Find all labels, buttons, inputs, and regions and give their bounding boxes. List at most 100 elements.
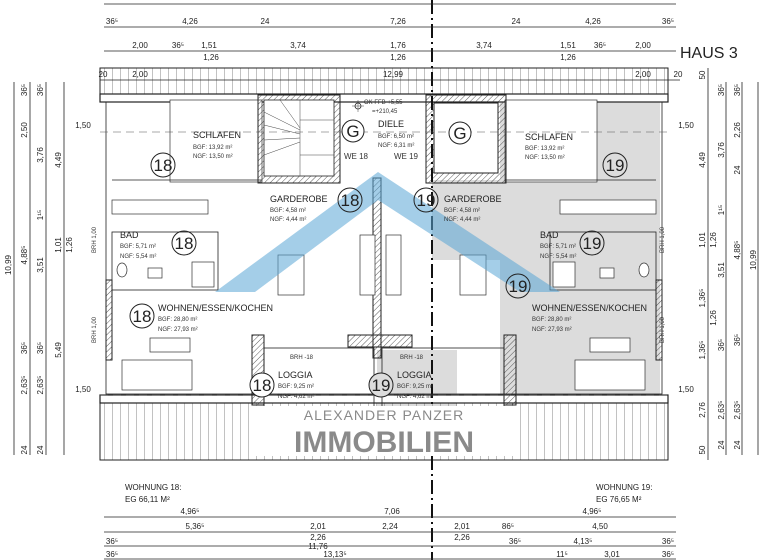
svg-text:3,01: 3,01 — [604, 550, 620, 559]
svg-text:SCHLAFEN: SCHLAFEN — [193, 130, 241, 140]
svg-text:G: G — [453, 124, 466, 143]
svg-text:36⁵: 36⁵ — [20, 84, 29, 96]
svg-text:50: 50 — [698, 70, 707, 79]
watermark-line2: IMMOBILIEN — [294, 426, 474, 459]
svg-text:24: 24 — [717, 440, 726, 449]
svg-text:4,26: 4,26 — [585, 17, 601, 26]
wardrobe-left — [111, 199, 209, 215]
svg-text:2,63⁵: 2,63⁵ — [36, 376, 45, 395]
roof-top — [99, 67, 669, 95]
svg-text:4,50: 4,50 — [592, 522, 608, 531]
svg-text:7,06: 7,06 — [384, 507, 400, 516]
toilet-left — [116, 262, 128, 278]
svg-text:24: 24 — [512, 17, 521, 26]
dims-top: 36⁵ 4,26 24 7,26 24 4,26 36⁵ 2,00 36⁵ 1,… — [99, 17, 683, 79]
svg-text:1,26: 1,26 — [709, 310, 718, 326]
svg-text:3,51: 3,51 — [36, 257, 45, 273]
svg-text:50: 50 — [698, 445, 707, 454]
level-marker: OK FFB +5,55 =+210,45 — [352, 100, 403, 115]
svg-text:36⁵: 36⁵ — [717, 339, 726, 351]
sofa-right — [574, 359, 646, 391]
svg-text:4,49: 4,49 — [698, 152, 707, 168]
tv-table-left — [149, 337, 191, 353]
svg-text:1,50: 1,50 — [75, 385, 91, 394]
svg-text:4,88⁵: 4,88⁵ — [733, 241, 742, 260]
svg-text:1,50: 1,50 — [678, 385, 694, 394]
svg-text:LOGGIA: LOGGIA — [278, 370, 313, 380]
svg-text:BAD: BAD — [120, 230, 139, 240]
svg-text:LOGGIA: LOGGIA — [397, 370, 432, 380]
svg-text:5,49: 5,49 — [54, 342, 63, 358]
svg-text:18: 18 — [133, 307, 152, 326]
svg-text:1,26: 1,26 — [203, 53, 219, 62]
svg-text:BGF: 5,71 m²: BGF: 5,71 m² — [120, 244, 156, 250]
svg-text:10,99: 10,99 — [4, 254, 13, 275]
bad-19-outline — [549, 231, 657, 291]
svg-text:36⁵: 36⁵ — [106, 550, 118, 559]
svg-text:BGF: 4,58 m²: BGF: 4,58 m² — [270, 208, 306, 214]
svg-text:1,01: 1,01 — [54, 237, 63, 253]
svg-text:36⁵: 36⁵ — [662, 550, 674, 559]
svg-text:G: G — [346, 122, 359, 141]
watermark-backdrop — [250, 406, 518, 456]
svg-text:3,76: 3,76 — [717, 142, 726, 158]
svg-text:2,00: 2,00 — [635, 70, 651, 79]
loggia-wall-right — [503, 334, 517, 406]
svg-text:BGF: 6,50 m²: BGF: 6,50 m² — [378, 134, 414, 140]
svg-text:19: 19 — [606, 156, 625, 175]
svg-text:19: 19 — [372, 376, 391, 395]
stair-marker-we19: G WE 19 — [394, 121, 472, 161]
svg-text:NGF: 4,62 m²: NGF: 4,62 m² — [397, 394, 433, 400]
svg-text:WOHNUNG 18:: WOHNUNG 18: — [125, 483, 181, 492]
room-diele: DIELE BGF: 6,50 m² NGF: 6,31 m² — [378, 119, 414, 149]
svg-text:GARDEROBE: GARDEROBE — [270, 194, 328, 204]
watermark-roof-logo — [215, 172, 560, 292]
bed-right — [504, 99, 598, 183]
room-garderobe-19: GARDEROBE BGF: 4,58 m² NGF: 4,44 m² 19 — [413, 187, 502, 223]
svg-text:NGF: 4,62 m²: NGF: 4,62 m² — [278, 394, 314, 400]
svg-text:BGF: 9,25 m²: BGF: 9,25 m² — [278, 384, 314, 390]
svg-text:2,50: 2,50 — [20, 122, 29, 138]
toilet-right — [638, 262, 650, 278]
svg-text:BGF: 13,92 m²: BGF: 13,92 m² — [525, 146, 564, 152]
wall-left — [105, 279, 113, 361]
svg-text:2,63⁵: 2,63⁵ — [20, 376, 29, 395]
svg-text:19: 19 — [583, 234, 602, 253]
svg-text:36⁵: 36⁵ — [509, 537, 521, 546]
svg-text:1,36⁵: 1,36⁵ — [698, 289, 707, 308]
svg-text:2,00: 2,00 — [132, 41, 148, 50]
shaft-right — [385, 234, 402, 296]
svg-text:18: 18 — [341, 191, 360, 210]
sofa-left — [121, 359, 193, 391]
svg-text:WE 18: WE 18 — [344, 152, 369, 161]
svg-text:36⁵: 36⁵ — [594, 41, 606, 50]
room-schlafen-19: SCHLAFEN BGF: 13,92 m² NGF: 13,50 m² 19 — [525, 132, 628, 178]
svg-text:3,74: 3,74 — [290, 41, 306, 50]
svg-text:NGF: 6,31 m²: NGF: 6,31 m² — [378, 143, 414, 149]
svg-text:NGF: 27,93 m²: NGF: 27,93 m² — [158, 327, 198, 333]
svg-text:36⁵: 36⁵ — [662, 537, 674, 546]
bed-left — [169, 99, 263, 183]
svg-text:36⁵: 36⁵ — [172, 41, 184, 50]
shower-right — [552, 261, 576, 288]
svg-text:11⁵: 11⁵ — [556, 550, 568, 559]
svg-text:18: 18 — [175, 234, 194, 253]
svg-text:BGF: 13,92 m²: BGF: 13,92 m² — [193, 145, 232, 151]
svg-text:WOHNEN/ESSEN/KOCHEN: WOHNEN/ESSEN/KOCHEN — [158, 303, 273, 313]
svg-text:19: 19 — [417, 191, 436, 210]
svg-text:2,24: 2,24 — [382, 522, 398, 531]
svg-text:4,49: 4,49 — [54, 152, 63, 168]
svg-text:NGF: 5,54 m²: NGF: 5,54 m² — [120, 254, 156, 260]
svg-text:BRH -18: BRH -18 — [400, 355, 424, 361]
svg-text:1,01: 1,01 — [698, 232, 707, 248]
svg-text:10,99: 10,99 — [749, 249, 758, 270]
svg-text:24: 24 — [733, 440, 742, 449]
svg-text:1,36⁵: 1,36⁵ — [698, 341, 707, 360]
svg-text:2,01: 2,01 — [310, 522, 326, 531]
wall-right — [655, 279, 663, 361]
dims-bottom: 4,96⁵ 7,06 4,96⁵ 5,36⁵ 2,01 2,24 2,01 86… — [106, 507, 674, 559]
dims-left: 10,99 36⁵ 2,50 4,88⁵ 36⁵ 2,63⁵ 24 36⁵ 3,… — [4, 84, 98, 455]
svg-text:86⁵: 86⁵ — [502, 522, 514, 531]
svg-text:BGF: 4,58 m²: BGF: 4,58 m² — [444, 208, 480, 214]
